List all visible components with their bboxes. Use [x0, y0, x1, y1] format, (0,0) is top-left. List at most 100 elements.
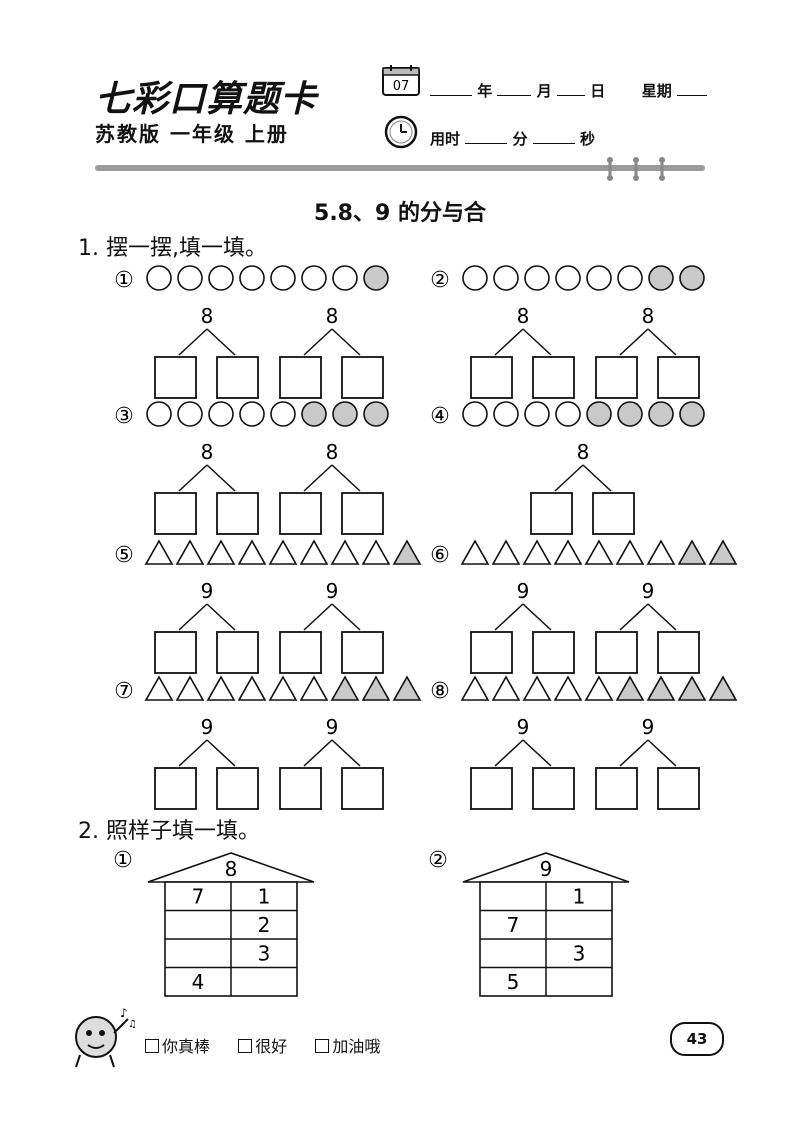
split-line-left	[619, 328, 649, 356]
circle	[208, 401, 234, 427]
roof-number: 8	[225, 857, 238, 881]
answer-box-right[interactable]	[341, 767, 384, 810]
triangle	[330, 539, 360, 565]
answer-box-right[interactable]	[657, 631, 700, 674]
answer-box-left[interactable]	[595, 631, 638, 674]
circle	[462, 265, 488, 291]
circle	[555, 401, 581, 427]
split-line-right	[331, 328, 361, 356]
triangle	[237, 539, 267, 565]
exercise-number: ⑥	[430, 543, 450, 568]
answer-box-right[interactable]	[592, 492, 635, 535]
split-total: 8	[326, 304, 339, 328]
split-total: 9	[326, 715, 339, 739]
answer-box-left[interactable]	[470, 767, 513, 810]
house-cell-value: 2	[258, 913, 271, 937]
triangle	[361, 539, 391, 565]
split-line-left	[178, 603, 208, 631]
split-line-right	[206, 464, 236, 492]
month-label: 月	[536, 82, 552, 100]
circle	[586, 265, 612, 291]
answer-box-left[interactable]	[279, 356, 322, 399]
split-total: 9	[201, 579, 214, 603]
shaded-circle	[679, 265, 705, 291]
split-diagram: 9	[595, 715, 700, 810]
exercise-4: ④8	[430, 401, 705, 535]
answer-box-right[interactable]	[657, 356, 700, 399]
answer-box-right[interactable]	[341, 631, 384, 674]
time-fields: 用时 分 秒	[430, 128, 595, 149]
split-line-right	[522, 328, 552, 356]
split-total: 9	[326, 579, 339, 603]
answer-box-left[interactable]	[154, 767, 197, 810]
answer-box-right[interactable]	[341, 356, 384, 399]
rating-great[interactable]: 你真棒	[145, 1037, 210, 1056]
shaded-circle	[648, 401, 674, 427]
answer-box-left[interactable]	[530, 492, 573, 535]
rating-good[interactable]: 很好	[238, 1037, 287, 1056]
answer-box-left[interactable]	[154, 492, 197, 535]
checkbox-icon[interactable]	[315, 1039, 330, 1053]
split-line-right	[206, 603, 236, 631]
circle	[270, 401, 296, 427]
answer-box-right[interactable]	[216, 492, 259, 535]
split-diagram: 9	[279, 715, 384, 810]
split-total: 8	[577, 440, 590, 464]
split-line-right	[331, 464, 361, 492]
split-diagram: 9	[154, 579, 259, 674]
clock-icon	[383, 114, 419, 150]
answer-box-left[interactable]	[595, 356, 638, 399]
answer-box-left[interactable]	[470, 356, 513, 399]
shaded-triangle	[677, 675, 707, 701]
answer-box-right[interactable]	[216, 767, 259, 810]
year-label: 年	[477, 82, 493, 100]
checkbox-icon[interactable]	[238, 1039, 253, 1053]
answer-box-right[interactable]	[532, 767, 575, 810]
triangle	[522, 539, 552, 565]
answer-box-left[interactable]	[279, 631, 322, 674]
weekday-label: 星期	[641, 82, 672, 100]
answer-box-right[interactable]	[532, 631, 575, 674]
answer-box-right[interactable]	[657, 767, 700, 810]
answer-box-right[interactable]	[216, 631, 259, 674]
answer-box-left[interactable]	[154, 356, 197, 399]
answer-box-left[interactable]	[595, 767, 638, 810]
split-diagram: 8	[154, 440, 259, 535]
answer-box-left[interactable]	[279, 767, 322, 810]
header-rule	[95, 165, 705, 171]
circle	[177, 265, 203, 291]
answer-box-left[interactable]	[154, 631, 197, 674]
split-line-left	[303, 328, 333, 356]
rating-keep-going[interactable]: 加油哦	[315, 1037, 380, 1056]
answer-box-right[interactable]	[341, 492, 384, 535]
answer-box-left[interactable]	[470, 631, 513, 674]
split-line-left	[619, 603, 649, 631]
split-total: 9	[642, 715, 655, 739]
svg-text:♫: ♫	[128, 1019, 137, 1030]
split-diagram: 8	[279, 440, 384, 535]
circle	[493, 265, 519, 291]
shaded-circle	[679, 401, 705, 427]
circle	[524, 265, 550, 291]
answer-box-left[interactable]	[279, 492, 322, 535]
triangle	[237, 675, 267, 701]
triangle	[175, 539, 205, 565]
answer-box-right[interactable]	[216, 356, 259, 399]
shaded-triangle	[392, 675, 422, 701]
shaded-circle	[617, 401, 643, 427]
split-line-left	[178, 328, 208, 356]
triangle	[268, 539, 298, 565]
shaded-triangle	[392, 539, 422, 565]
rule-hooks	[600, 156, 680, 182]
split-total: 8	[326, 440, 339, 464]
circle	[177, 401, 203, 427]
triangle	[491, 539, 521, 565]
shaded-circle	[301, 401, 327, 427]
answer-box-right[interactable]	[532, 356, 575, 399]
time-label: 用时	[430, 130, 461, 148]
checkbox-icon[interactable]	[145, 1039, 159, 1053]
